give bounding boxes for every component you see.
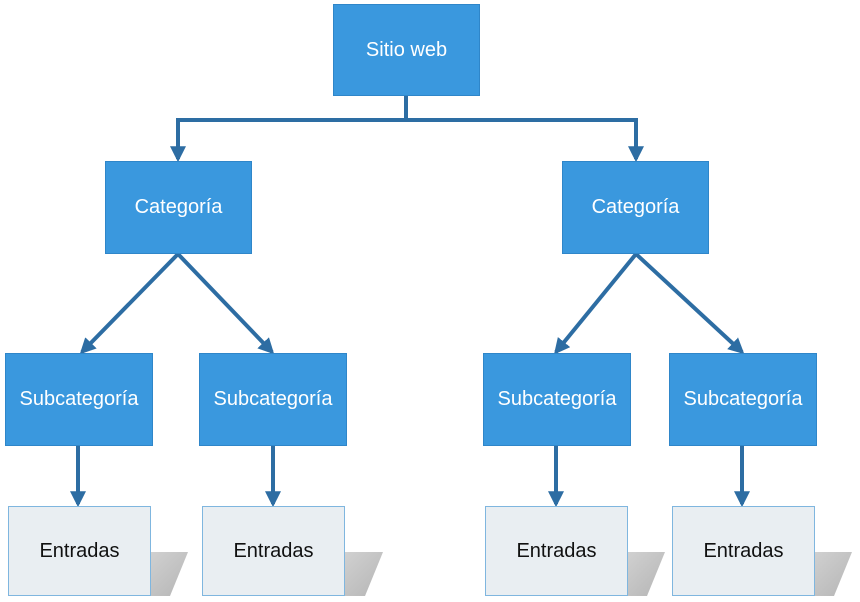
entries-node-label: Entradas	[39, 539, 120, 562]
subcategory-node-4[interactable]: Subcategoría	[669, 353, 817, 446]
root-node[interactable]: Sitio web	[333, 4, 480, 96]
connector-root-to-category-1	[170, 96, 408, 163]
subcategory-node-1[interactable]: Subcategoría	[5, 353, 153, 446]
subcategory-node-3[interactable]: Subcategoría	[483, 353, 631, 446]
subcategory-node-label: Subcategoría	[497, 388, 617, 410]
connector-category-2-to-subcategory-4	[634, 252, 745, 355]
connector-category-1-to-subcategory-2	[176, 252, 275, 355]
entries-node-1[interactable]: Entradas	[8, 506, 151, 596]
category-node-label: Categoría	[591, 196, 680, 218]
entries-node-4[interactable]: Entradas	[672, 506, 815, 596]
entries-node-label: Entradas	[516, 539, 597, 562]
entries-node-3[interactable]: Entradas	[485, 506, 628, 596]
category-node-1[interactable]: Categoría	[105, 161, 252, 254]
subcategory-node-2[interactable]: Subcategoría	[199, 353, 347, 446]
subcategory-node-label: Subcategoría	[213, 388, 333, 410]
root-node-label: Sitio web	[365, 38, 448, 61]
subcategory-node-label: Subcategoría	[683, 388, 803, 410]
connector-category-1-to-subcategory-1	[79, 252, 180, 355]
entries-node-2[interactable]: Entradas	[202, 506, 345, 596]
category-node-label: Categoría	[134, 196, 223, 218]
connector-root-to-category-2	[406, 118, 644, 163]
category-node-2[interactable]: Categoría	[562, 161, 709, 254]
entries-node-label: Entradas	[703, 539, 784, 562]
entries-node-label: Entradas	[233, 539, 314, 562]
subcategory-node-label: Subcategoría	[19, 388, 139, 410]
connector-category-2-to-subcategory-3	[553, 252, 638, 355]
